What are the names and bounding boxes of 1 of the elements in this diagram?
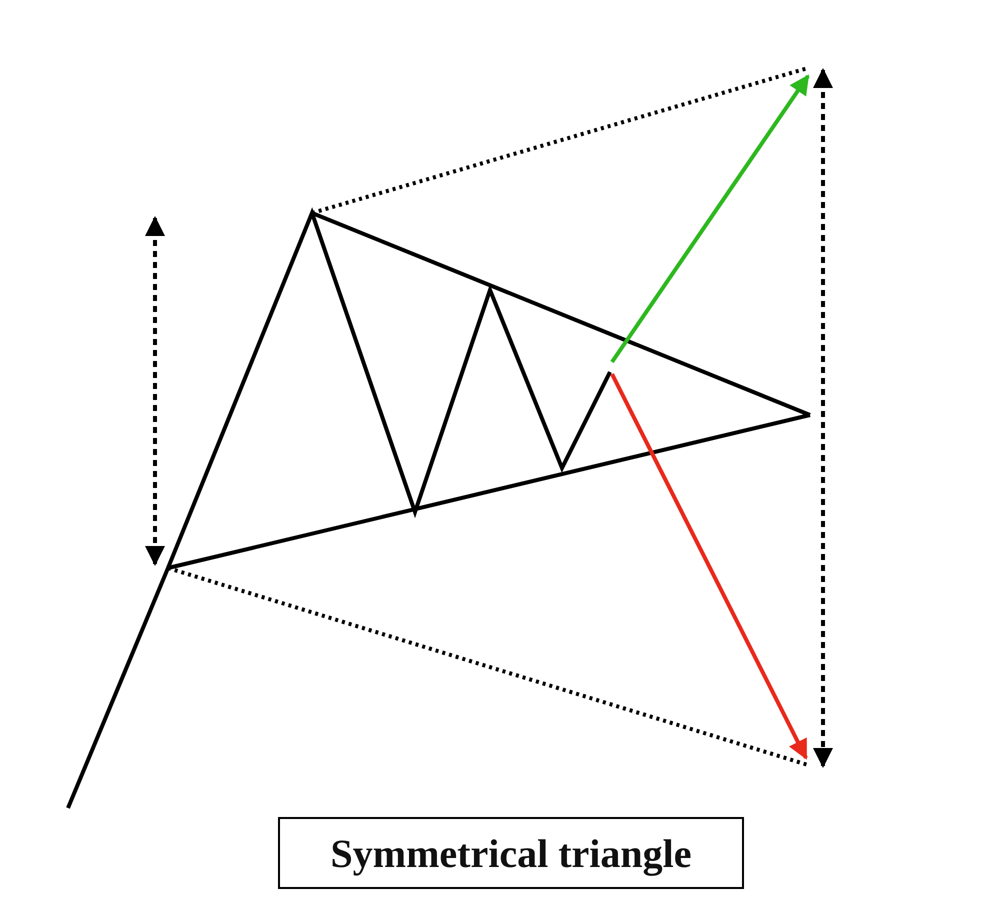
caption: Symmetrical triangle [278,817,744,889]
